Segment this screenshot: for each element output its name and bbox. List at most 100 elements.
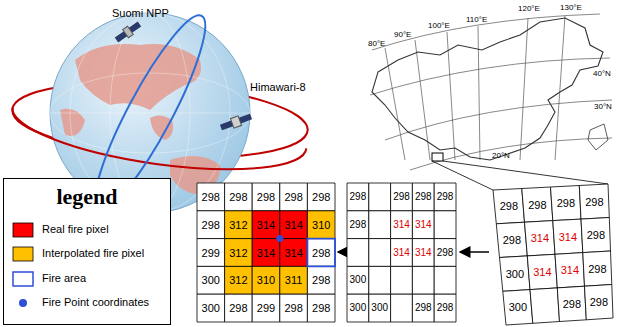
grid-cell (307, 183, 335, 211)
grid-cell (555, 253, 585, 288)
grid-cell (197, 211, 225, 239)
pixel-value: 298 (229, 303, 247, 314)
grid-cell (252, 239, 280, 267)
pixel-value: 300 (350, 275, 367, 285)
pixel-value: 314 (393, 220, 410, 230)
legend-title: legend (56, 186, 117, 208)
pixel-value: 311 (285, 275, 303, 286)
grid-cell (581, 218, 611, 253)
grid-cell (434, 183, 456, 211)
pixel-value: 298 (585, 196, 603, 207)
latitude: 20°N (492, 152, 510, 160)
grid-cell (493, 189, 525, 224)
legend-swatch (13, 247, 33, 261)
grid-cell (522, 187, 553, 222)
pixel-value: 298 (202, 191, 220, 202)
grid-cell (225, 266, 253, 294)
pixel-value: 298 (229, 191, 247, 202)
pixel-value: 298 (312, 247, 330, 258)
pixel-value: 298 (202, 219, 220, 230)
grid-cell (197, 266, 225, 294)
pixel-value: 314 (257, 247, 275, 258)
pixel-value: 312 (229, 219, 247, 230)
grid-cell (225, 211, 253, 239)
pixel-value: 310 (257, 275, 275, 286)
grid-cell (347, 294, 369, 322)
pixel-value: 298 (350, 220, 367, 230)
grid-cell (280, 211, 308, 239)
grid-cell (434, 266, 456, 294)
pixel-value: 298 (588, 263, 606, 274)
grid-cell (347, 211, 369, 239)
legend-text: Fire Point coordinates (42, 297, 149, 308)
pixel-value: 300 (509, 302, 527, 313)
pixel-value: 298 (393, 192, 410, 202)
pixel-value: 314 (415, 248, 432, 258)
grid-cell (307, 211, 335, 239)
grid-cell (225, 239, 253, 267)
pixel-value: 314 (284, 219, 302, 230)
latitude: 30°N (594, 103, 612, 111)
pixel-value: 314 (533, 266, 551, 277)
pixel-value: 298 (590, 297, 608, 308)
grid-cell (197, 239, 225, 267)
longitude: 110°E (466, 16, 487, 24)
pixel-value: 312 (229, 275, 247, 286)
pixel-value: 298 (257, 191, 275, 202)
longitude: 120°E (518, 5, 540, 13)
grid-cell (412, 211, 434, 239)
longitude: 100°E (428, 22, 450, 30)
grid-cell (525, 221, 556, 256)
legend-text: Interpolated fire pixel (42, 248, 144, 259)
pixel-value: 298 (587, 230, 605, 241)
pixel-value: 298 (437, 248, 454, 258)
grid-cell (280, 239, 308, 267)
grid-cell (252, 183, 280, 211)
grid-cell (252, 211, 280, 239)
grid-cell (347, 266, 369, 294)
pixel-value: 314 (393, 248, 410, 258)
grid-cell (391, 239, 413, 267)
legend-text: Fire area (42, 273, 86, 284)
grid-cell (530, 288, 560, 323)
grid-cell (280, 266, 308, 294)
pixel-value: 310 (312, 219, 330, 230)
pixel-value: 298 (437, 303, 454, 313)
pixel-value: 298 (503, 234, 521, 245)
grid-cell (553, 219, 583, 254)
longitude: 130°E (560, 4, 582, 12)
pixel-value: 314 (284, 247, 302, 258)
grid-cell (391, 211, 413, 239)
pixel-value: 314 (415, 220, 432, 230)
legend-swatch (13, 272, 33, 286)
grid-cell (500, 256, 531, 291)
grid-cell (280, 183, 308, 211)
grid-cell (412, 239, 434, 267)
grid-cell (252, 266, 280, 294)
grid-cell (369, 239, 391, 267)
pixel-value: 300 (506, 268, 524, 279)
pixel-value: 299 (202, 247, 220, 258)
grid-cell (391, 183, 413, 211)
longitude: 80°E (368, 40, 385, 48)
grid-cell (503, 290, 533, 325)
latitude: 40°N (593, 70, 611, 78)
grid-cell (412, 294, 434, 322)
pixel-value: 312 (229, 247, 247, 258)
grid-cell (307, 294, 335, 322)
grid-cell (197, 294, 225, 322)
grid-cell (583, 251, 612, 286)
grid-cell (391, 294, 413, 322)
pixel-value: 298 (284, 303, 302, 314)
grid-cell (496, 222, 527, 257)
grid-cell (434, 239, 456, 267)
grid-cell (307, 266, 335, 294)
pixel-value: 314 (561, 265, 579, 276)
fire-area (307, 239, 335, 267)
pixel-value: 298 (563, 298, 581, 309)
pixel-value: 298 (312, 275, 330, 286)
pixel-value: 300 (350, 303, 367, 313)
pixel-value: 314 (531, 233, 549, 244)
